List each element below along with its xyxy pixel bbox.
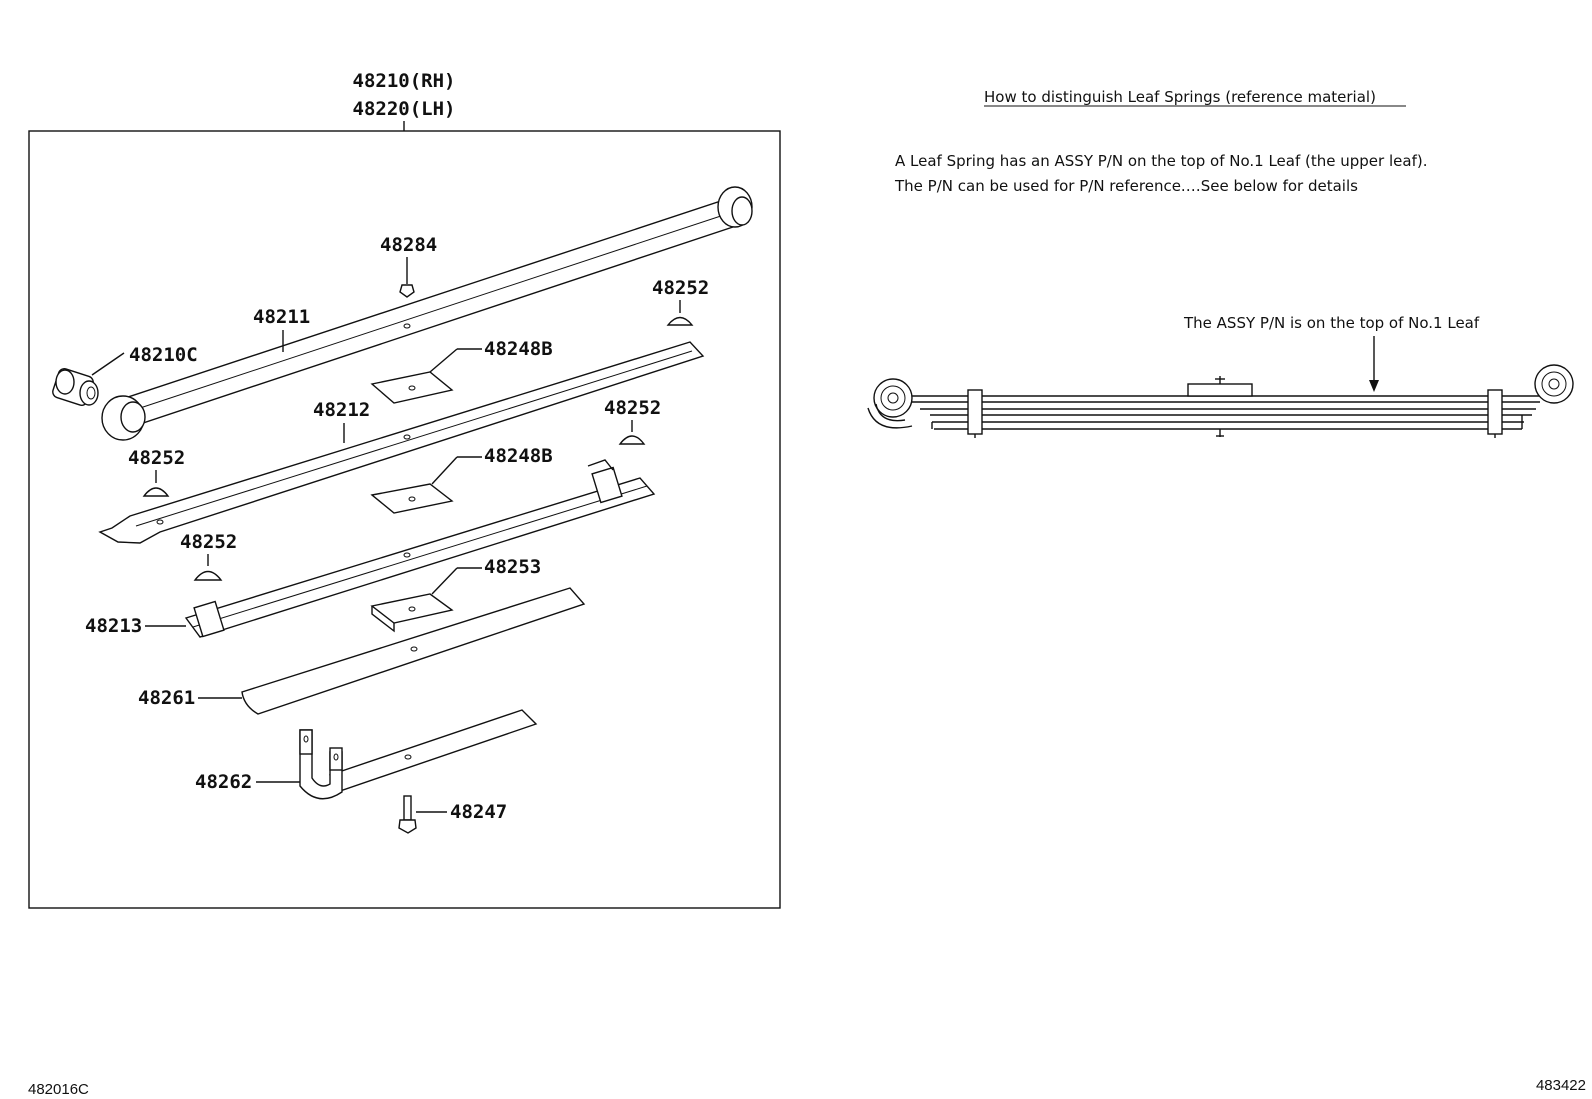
leaf-5-drawing	[299, 709, 538, 800]
exploded-assembly: 48210(RH) 48220(LH) 48210C 48211 48284	[28, 70, 781, 909]
assembly-pn-lh[interactable]: 48220(LH)	[353, 98, 456, 120]
callout-bolt[interactable]: 48247	[450, 801, 507, 823]
pad-1-drawing	[370, 371, 454, 404]
footer-right-code: 483422	[1536, 1077, 1586, 1094]
callout-leaf-3[interactable]: 48213	[85, 615, 142, 637]
pad-3-drawing	[370, 593, 454, 633]
callout-nut[interactable]: 48284	[380, 234, 437, 256]
insert-low-drawing	[193, 570, 223, 581]
side-view-leaf-spring	[867, 364, 1574, 438]
leader-bushing	[91, 352, 125, 376]
footer-left-code: 482016C	[28, 1081, 89, 1098]
callout-leaf-5[interactable]: 48262	[195, 771, 252, 793]
reference-title: How to distinguish Leaf Springs (referen…	[984, 88, 1376, 106]
leaf-3-drawing	[184, 459, 656, 638]
pointer-label: The ASSY P/N is on the top of No.1 Leaf	[1183, 314, 1480, 332]
callout-insert-top[interactable]: 48252	[652, 277, 709, 299]
reference-section: How to distinguish Leaf Springs (referen…	[867, 88, 1574, 438]
pad-2-drawing	[370, 483, 454, 514]
callout-pad-3[interactable]: 48253	[484, 556, 541, 578]
reference-line-2: The P/N can be used for P/N reference.…S…	[894, 177, 1358, 195]
leader-pad-3-d	[431, 567, 458, 595]
insert-top-drawing	[666, 316, 694, 326]
pointer-arrow-head	[1369, 380, 1379, 392]
leader-pad-2-d	[431, 456, 458, 485]
insert-mid-left-drawing	[142, 487, 170, 497]
callout-bushing[interactable]: 48210C	[129, 344, 198, 366]
reference-line-1: A Leaf Spring has an ASSY P/N on the top…	[895, 152, 1427, 170]
leader-pad-1-d	[429, 348, 458, 373]
bushing-drawing	[52, 368, 99, 406]
bolt-drawing	[398, 795, 417, 834]
callout-insert-mid-left[interactable]: 48252	[128, 447, 185, 469]
callout-insert-mid-right[interactable]: 48252	[604, 397, 661, 419]
callout-leaf-2[interactable]: 48212	[313, 399, 370, 421]
leaf-4-drawing	[241, 587, 586, 715]
callout-pad-1[interactable]: 48248B	[484, 338, 553, 360]
callout-pad-2[interactable]: 48248B	[484, 445, 553, 467]
callout-leaf-1[interactable]: 48211	[253, 306, 310, 328]
assembly-pn-rh[interactable]: 48210(RH)	[353, 70, 456, 92]
leaf-2-drawing	[98, 341, 705, 544]
callout-insert-low[interactable]: 48252	[180, 531, 237, 553]
insert-mid-right-drawing	[618, 435, 646, 445]
assembly-frame	[28, 130, 781, 909]
callout-leaf-4[interactable]: 48261	[138, 687, 195, 709]
leaf-1-drawing	[101, 186, 753, 441]
nut-drawing	[399, 284, 415, 298]
